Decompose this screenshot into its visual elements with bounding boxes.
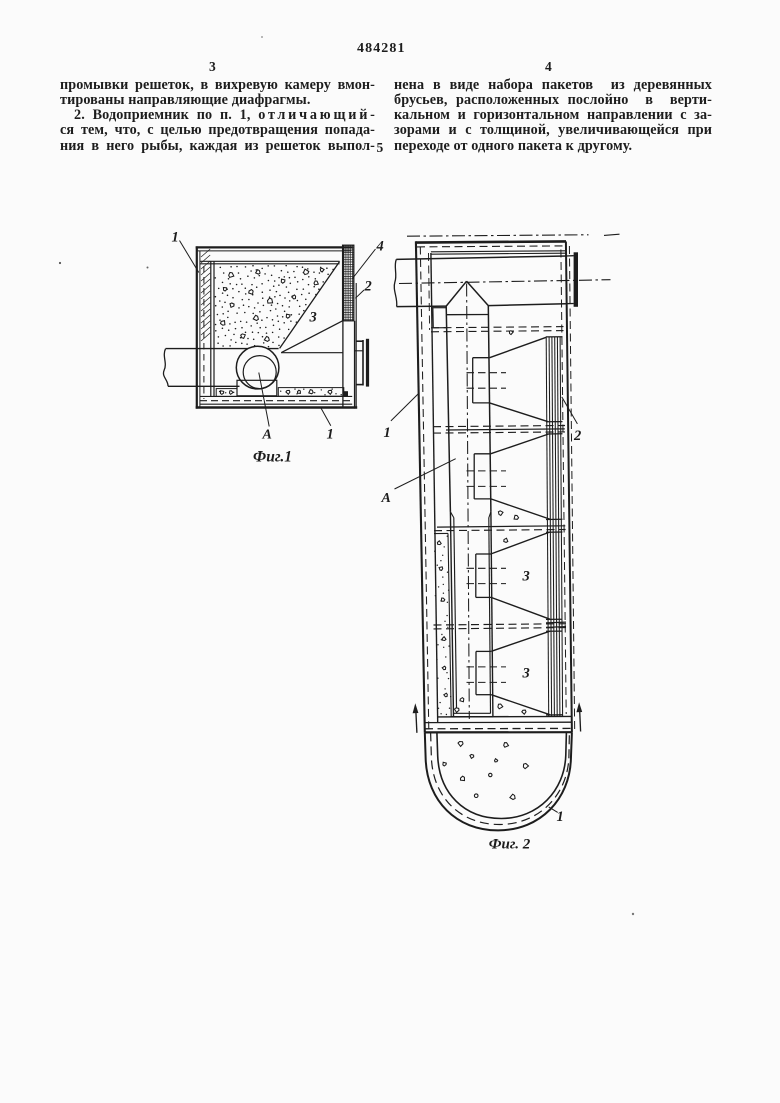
svg-text:2: 2 xyxy=(364,279,372,295)
svg-text:1: 1 xyxy=(327,427,334,443)
svg-text:1: 1 xyxy=(384,425,391,441)
svg-text:3: 3 xyxy=(309,310,317,326)
svg-text:3: 3 xyxy=(522,569,530,585)
svg-text:3: 3 xyxy=(522,666,530,682)
svg-text:A: A xyxy=(262,428,272,443)
svg-text:2: 2 xyxy=(573,428,581,444)
svg-text:Фиг.1: Фиг.1 xyxy=(253,449,292,466)
svg-text:1: 1 xyxy=(172,230,179,246)
svg-text:Фиг. 2: Фиг. 2 xyxy=(489,837,531,853)
svg-text:1: 1 xyxy=(557,809,564,825)
svg-text:4: 4 xyxy=(376,239,384,255)
svg-text:A: A xyxy=(381,491,391,506)
